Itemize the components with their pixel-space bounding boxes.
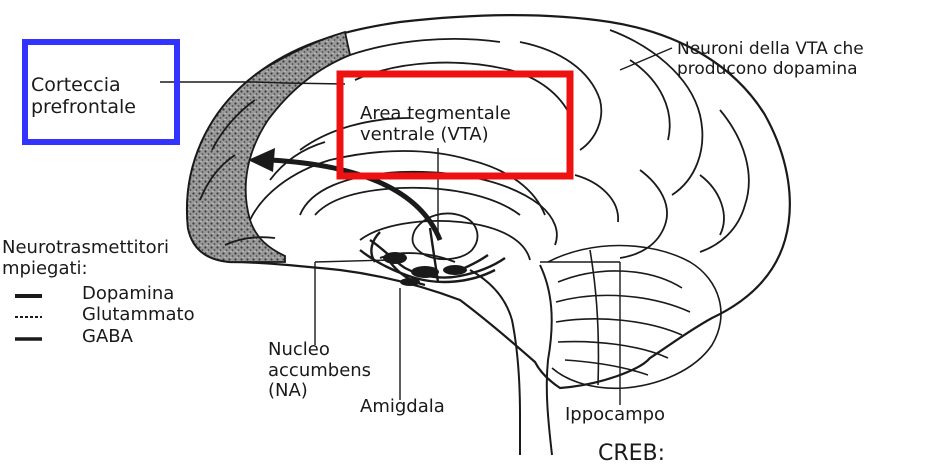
label-vta-line-1: Area tegmentale [360, 104, 511, 125]
label-neuro-line-1: Neurotrasmettitori [2, 238, 169, 259]
label-neuro-line-2: mpiegati: [2, 259, 169, 280]
legend-glutamate: Glutammato [82, 305, 195, 326]
label-amygdala: Amigdala [360, 397, 445, 418]
label-neurotransmitters-title: Neurotrasmettitori mpiegati: [2, 238, 169, 279]
label-creb: CREB: [598, 441, 665, 466]
legend-line-samples [15, 296, 42, 339]
legend-gaba: GABA [82, 327, 133, 348]
label-vta-neurons-line-1: Neuroni della VTA che [677, 40, 864, 60]
label-hippocampus: Ippocampo [565, 405, 665, 426]
label-vta-line-2: ventrale (VTA) [360, 125, 511, 146]
label-prefrontal-cortex: Corteccia prefrontale [31, 75, 136, 119]
label-nucleo-line-1: Nucleo [268, 340, 371, 361]
label-nucleus-accumbens: Nucleo accumbens (NA) [268, 340, 371, 402]
label-cortex-line-2: prefrontale [31, 97, 136, 119]
label-nucleo-line-3: (NA) [268, 381, 371, 402]
legend-dopamine: Dopamina [82, 284, 174, 305]
label-vta: Area tegmentale ventrale (VTA) [360, 104, 511, 145]
label-nucleo-line-2: accumbens [268, 361, 371, 382]
label-cortex-line-1: Corteccia [31, 75, 136, 97]
label-vta-neurons: Neuroni della VTA che producono dopamina [677, 40, 864, 79]
label-vta-neurons-line-2: producono dopamina [677, 60, 864, 80]
